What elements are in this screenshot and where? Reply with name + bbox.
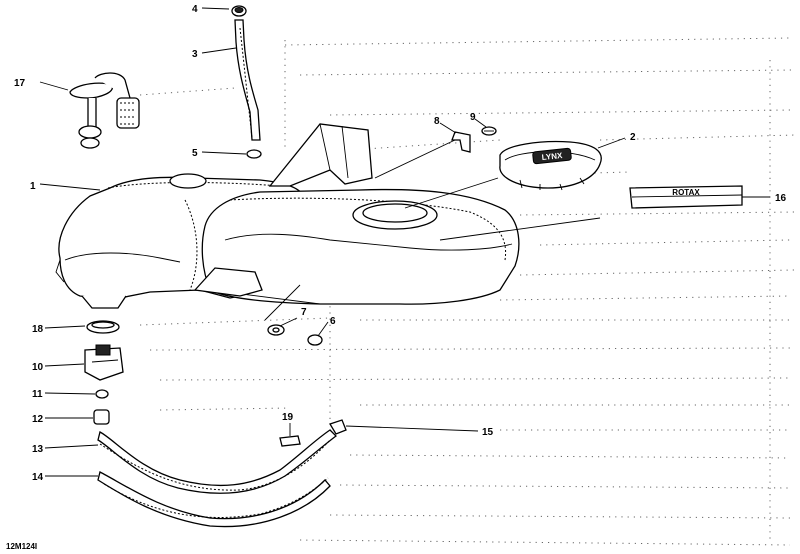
part-14-return-hose — [97, 471, 331, 528]
callout-7: 7 — [301, 307, 307, 318]
part-4-hose-cap — [231, 5, 247, 17]
background-dotted-guides — [139, 37, 796, 546]
part-7-washer — [267, 324, 285, 336]
callout-4: 4 — [192, 4, 198, 15]
callout-14: 14 — [32, 472, 44, 483]
part-13-fuel-hose — [97, 429, 337, 495]
part-1-fuel-tank — [55, 123, 520, 309]
cap-emblem-text: LYNX — [541, 151, 563, 162]
reference-code: 12M124I — [6, 542, 37, 551]
part-10-valve — [84, 344, 124, 381]
part-5-grommet — [246, 149, 262, 159]
callout-2: 2 — [630, 132, 636, 143]
part-6-nut — [307, 334, 323, 346]
part-12-hose-connector — [93, 409, 110, 425]
callout-16: 16 — [775, 193, 787, 204]
part-18-seal-ring — [86, 320, 120, 334]
part-2-fuel-cap: LYNX — [499, 140, 602, 191]
callout-6: 6 — [330, 316, 336, 327]
part-8-clip — [451, 131, 471, 153]
callout-3: 3 — [192, 49, 198, 60]
part-9-screw — [481, 126, 497, 136]
callout-labels: 4 3 17 5 1 8 9 2 16 7 6 18 10 11 12 19 1… — [14, 4, 787, 483]
callout-10: 10 — [32, 362, 44, 373]
callout-13: 13 — [32, 444, 44, 455]
callout-15: 15 — [482, 427, 494, 438]
part-3-vent-hose — [234, 19, 261, 141]
callout-11: 11 — [32, 389, 43, 400]
callout-18: 18 — [32, 324, 44, 335]
part-15-fitting — [329, 419, 347, 435]
part-11-clamp — [95, 389, 109, 399]
callout-12: 12 — [32, 414, 44, 425]
part-17-fuel-sender — [69, 72, 140, 149]
callout-8: 8 — [434, 116, 440, 127]
callout-9: 9 — [470, 112, 476, 123]
part-19-clip — [279, 435, 301, 447]
callout-5: 5 — [192, 148, 198, 159]
callout-1: 1 — [30, 181, 36, 192]
leader-lines — [39, 7, 770, 477]
part-16-label-decal: ROTAX — [629, 185, 743, 209]
decal-text: ROTAX — [672, 188, 700, 197]
callout-19: 19 — [282, 412, 294, 423]
callout-17: 17 — [14, 78, 26, 89]
